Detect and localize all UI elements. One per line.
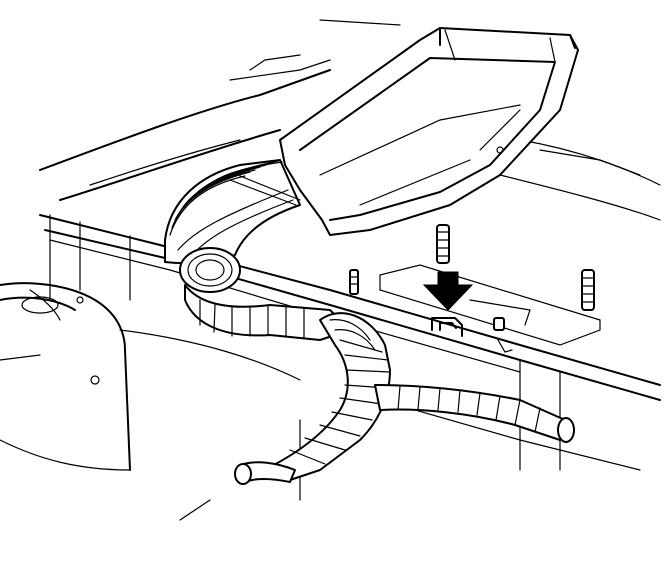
air-duct-tray	[279, 27, 579, 236]
mounting-stud-small	[349, 269, 359, 295]
firewall-panel	[0, 19, 661, 521]
wiring-harness-conduit	[184, 284, 575, 485]
harness-clip	[431, 317, 463, 337]
large-corrugated-duct	[164, 159, 301, 293]
pointer-arrow	[422, 271, 474, 311]
mounting-stud-right	[581, 269, 595, 311]
harness-bracket	[379, 264, 601, 353]
mounting-stud-left	[436, 224, 450, 264]
strut-tower	[0, 282, 131, 471]
